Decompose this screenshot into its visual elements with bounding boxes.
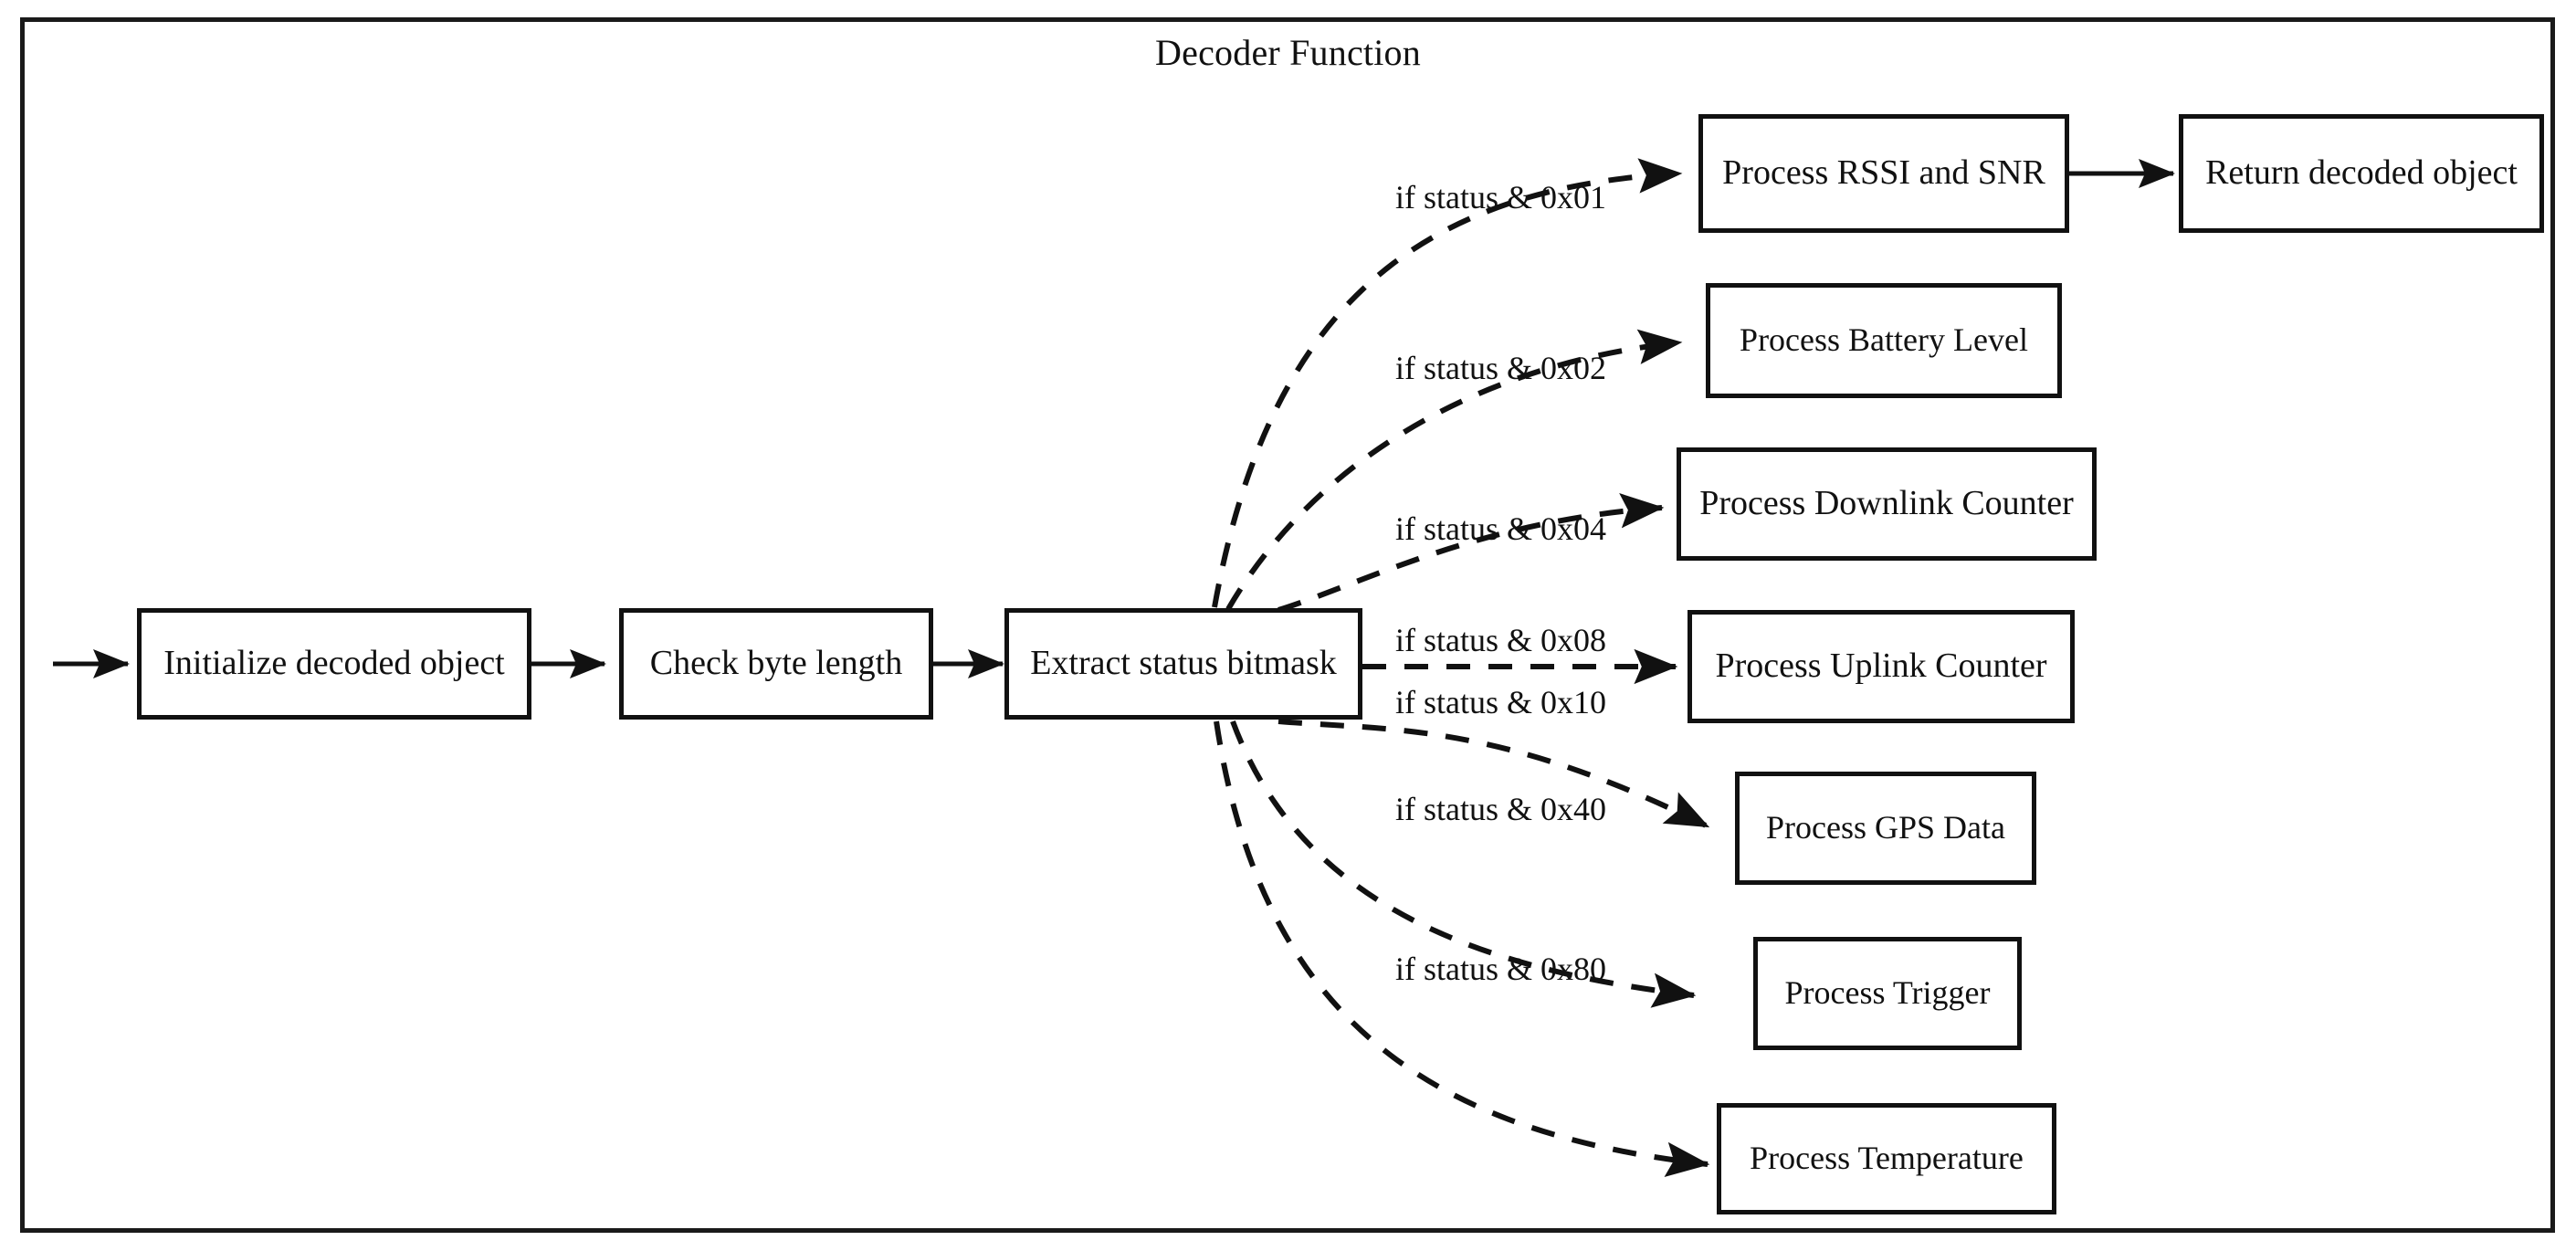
edge-label-mask-0x80: if status & 0x80 [1395,951,1606,987]
node-extract-status-bitmask[interactable]: Extract status bitmask [1004,608,1362,720]
node-initialize-label: Initialize decoded object [163,644,505,683]
node-downlink-label: Process Downlink Counter [1699,484,2074,523]
node-trigger-label: Process Trigger [1784,974,1991,1012]
node-check-byte-length[interactable]: Check byte length [619,608,933,720]
node-rssi-snr-label: Process RSSI and SNR [1722,153,2045,193]
edge-label-mask-0x10: if status & 0x10 [1395,684,1606,720]
node-process-rssi-and-snr[interactable]: Process RSSI and SNR [1698,114,2069,233]
node-return-object-label: Return decoded object [2205,153,2518,193]
node-extract-bitmask-label: Extract status bitmask [1030,644,1337,683]
node-temperature-label: Process Temperature [1750,1140,2024,1177]
edge-label-mask-0x08: if status & 0x08 [1395,622,1606,658]
node-gps-label: Process GPS Data [1766,809,2005,846]
node-return-decoded-object[interactable]: Return decoded object [2179,114,2544,233]
edge-label-mask-0x02: if status & 0x02 [1395,350,1606,386]
edge-label-mask-0x40: if status & 0x40 [1395,791,1606,827]
node-process-trigger[interactable]: Process Trigger [1753,937,2022,1050]
node-process-battery-level[interactable]: Process Battery Level [1706,283,2062,398]
edge-label-mask-0x01: if status & 0x01 [1395,179,1606,216]
node-process-gps-data[interactable]: Process GPS Data [1735,772,2036,885]
node-uplink-label: Process Uplink Counter [1715,647,2047,686]
edge-label-mask-0x04: if status & 0x04 [1395,510,1606,547]
node-process-downlink-counter[interactable]: Process Downlink Counter [1677,447,2097,561]
node-process-uplink-counter[interactable]: Process Uplink Counter [1688,610,2075,723]
node-process-temperature[interactable]: Process Temperature [1717,1103,2056,1214]
node-check-length-label: Check byte length [649,644,903,683]
diagram-title: Decoder Function [1155,32,1421,73]
node-initialize-decoded-object[interactable]: Initialize decoded object [137,608,531,720]
node-battery-label: Process Battery Level [1740,321,2028,359]
